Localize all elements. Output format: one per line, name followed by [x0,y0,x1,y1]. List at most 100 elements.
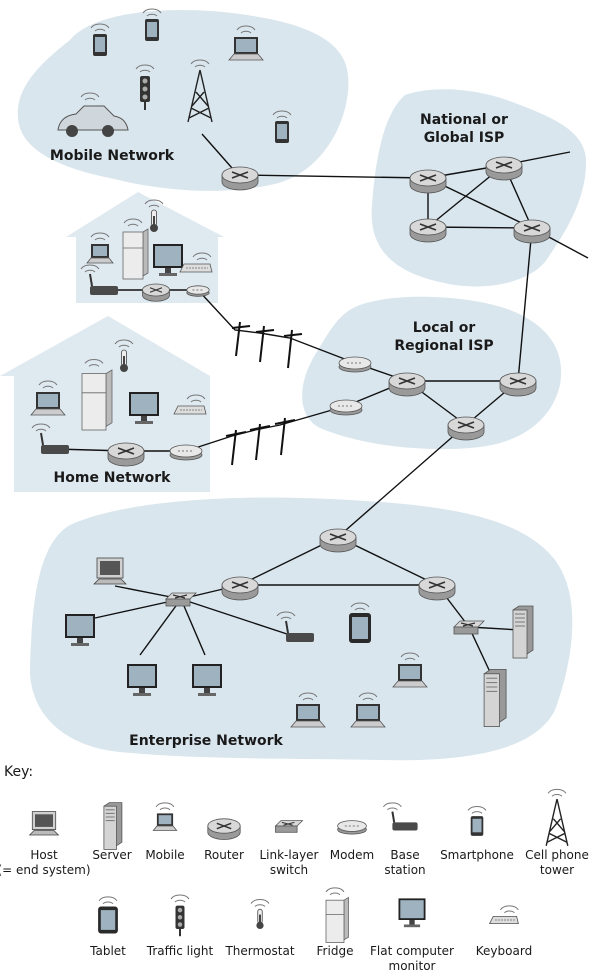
smartphone-icon [467,806,487,836]
modem-isp-1 [338,356,372,373]
modem-home [169,444,203,461]
router-global-1 [409,169,447,194]
key-item-thermostat: Thermostat [224,899,295,958]
router-home-small [142,283,170,302]
fridge-home [81,359,113,431]
thermostat-small [144,199,164,232]
key-label-smartphone: Smartphone [440,848,514,862]
modem-icon [337,820,367,835]
laptop-ent-2 [290,692,326,728]
key-item-fridge: Fridge [317,887,353,958]
traffic-light [135,64,155,110]
cell-phone-tower [187,59,213,123]
key-item-server: Server [92,802,132,862]
key-label-base-station-line2: station [384,863,425,877]
base-station-icon [382,802,418,831]
links [54,133,589,673]
thermostat-home [114,339,134,372]
laptop-home [30,380,66,416]
link-layer-switch-icon [274,820,304,833]
tablet-ent [349,602,371,643]
monitor-small [153,244,183,276]
monitor-ent-2 [127,664,157,696]
mobile-icon [152,802,178,831]
devices-layer [30,8,551,728]
global-isp-label-line1: National or [420,112,508,128]
key-item-smartphone: Smartphone [440,806,514,862]
enterprise-network-cloud [29,497,573,761]
key-item-keyboard: Keyboard [476,905,532,958]
key-legend: Host(= end system)Server Mobile Router Link… [0,788,589,973]
smartphone-2 [142,8,162,41]
monitor-home [129,392,159,424]
router-ent-3 [418,576,456,601]
key-label-host: Host [30,848,58,862]
router-mobile [221,166,259,191]
key-label-thermostat: Thermostat [224,944,294,958]
key-label-server: Server [92,848,131,862]
key-label-router: Router [204,848,244,862]
key-item-router: Router [204,818,244,862]
switch-ent-1 [165,592,197,607]
thermostat-icon [250,899,270,930]
link-global-to-local [517,227,533,382]
local-isp-cloud [302,296,562,450]
key-item-traffic-light: Traffic light [146,894,214,958]
key-item-tablet: Tablet [89,896,126,958]
home-network-label: Home Network [54,470,172,486]
router-local-3 [447,416,485,441]
router-global-2 [485,156,523,181]
key-label-base-station: Base [390,848,419,862]
server-ent-2 [483,669,507,727]
router-home [107,442,145,467]
laptop-mobile [228,25,264,61]
link-ent-8 [139,598,182,656]
link-ent-10 [180,598,291,636]
router-icon [207,818,241,840]
local-isp-label-line2: Regional ISP [394,338,493,354]
router-local-1 [388,372,426,397]
monitor-ent-1 [65,614,95,646]
global-isp-label-line2: Global ISP [424,130,505,146]
mobile-network-label: Mobile Network [50,148,175,164]
link-mobile-to-global [239,174,429,179]
link-ent-9 [180,598,206,656]
link-tower-to-router [201,133,233,169]
router-local-2 [499,372,537,397]
server-icon [103,802,123,850]
modem-isp-2 [329,399,363,416]
key-label-flat-computer-monitor-line2: monitor [389,959,436,973]
keyboard-small [179,252,213,273]
key-label-flat-computer-monitor: Flat computer [370,944,454,958]
fridge-small [122,218,149,280]
local-isp-label-line1: Local or [413,320,476,336]
key-label-cell-phone-tower: Cell phone [525,848,589,862]
traffic-light-icon [170,894,190,937]
monitor-ent-3 [192,664,222,696]
smartphone-3 [272,110,292,143]
fridge-icon [325,887,349,943]
key-label-link-layer-switch: Link-layer [259,848,318,862]
link-ent-12 [468,626,491,673]
car [57,92,129,137]
key-label-traffic-light: Traffic light [146,944,214,958]
key-item-host: Host(= end system) [0,811,91,877]
keyboard-icon [488,905,519,924]
flat-computer-monitor-icon [398,898,426,928]
key-label-host-line2: (= end system) [0,863,91,877]
key-label-modem: Modem [330,848,374,862]
key-item-mobile: Mobile [145,802,185,862]
router-global-3 [409,218,447,243]
key-label-mobile: Mobile [145,848,184,862]
utility-poles [225,321,303,466]
key-title: Key: [4,764,33,780]
link-local-to-enterprise [337,424,467,538]
server-ent-1 [512,605,534,659]
keyboard-home [173,394,207,415]
key-label-keyboard: Keyboard [476,944,532,958]
host-icon [28,811,60,836]
